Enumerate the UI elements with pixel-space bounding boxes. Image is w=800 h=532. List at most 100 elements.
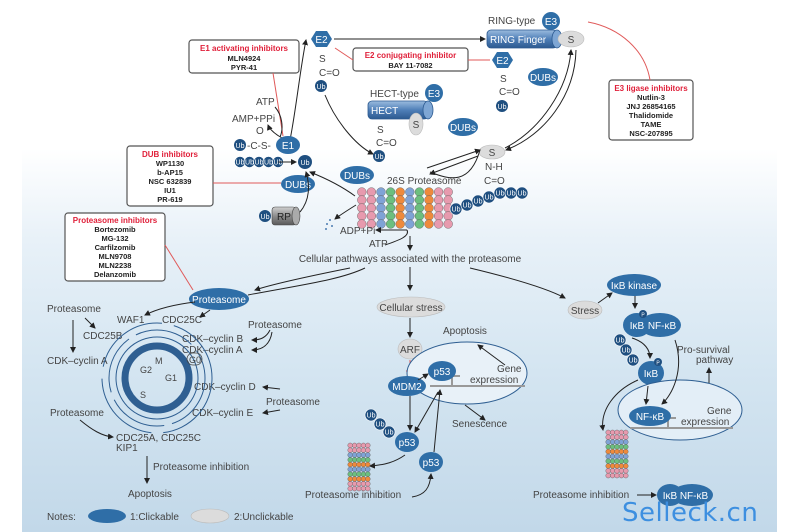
proteasome-subunit [623,429,629,436]
e3-inhibitor-item[interactable]: Thalidomide [629,111,673,120]
amide-nh-label: N-H [485,162,503,173]
proteasome-subunit [618,468,625,474]
e3-ring-node[interactable]: E3 [542,12,560,30]
dub-inhibitor-item[interactable]: WP1130 [156,159,184,168]
e3-inhibitor-item[interactable]: JNJ 26854165 [626,102,675,111]
thioester-label: -C-S- [247,141,271,152]
proteasome-inhibitor-item[interactable]: Delanzomib [94,270,137,279]
proteasome-subunit [405,211,415,221]
proteasome-subunit [351,442,358,449]
ikb-nfkb-complex[interactable]: IκB NF-κB [657,484,713,506]
proteasome-inhibitor-item[interactable]: MLN9708 [99,252,132,261]
proteasome-subunit [347,471,353,477]
proteasome-subunit [386,195,396,205]
svg-text:E2: E2 [496,56,509,67]
dub-inhibitor-item[interactable]: PR-619 [157,195,182,204]
proteasome-inhibitor-item[interactable]: MG-132 [101,234,128,243]
cdk-cyclin-e-label: CDK–cyclin E [192,408,253,419]
proteasome-subunit [618,448,625,455]
proteasome-subunit [424,219,434,229]
proteasome-subunit [356,481,362,487]
ub-node[interactable] [471,194,485,208]
proteasome-subunit [395,219,405,229]
e1-inhibitors-box[interactable]: E1 activating inhibitors MLN4924 PYR-41 [188,39,300,74]
dub-inhibitors-box[interactable]: DUB inhibitors WP1130 b-AP15 NSC 632839 … [126,145,214,207]
svg-text:E1: E1 [282,141,295,152]
ikb-node[interactable]: IκB P [638,358,664,385]
svg-text:Ub: Ub [301,160,310,167]
dub-inhibitor-item[interactable]: b-AP15 [157,168,183,177]
e3-inhibitor-item[interactable]: TAME [641,120,662,129]
proteasome-inhibitor-item[interactable]: Carfilzomib [95,243,136,252]
ub-node[interactable] [460,198,474,212]
svg-text:E3: E3 [428,89,441,100]
e2-ring-node[interactable]: E2 [492,52,513,68]
e2-inhibitor-box[interactable]: E2 conjugating inhibitor BAY 11-7082 [352,47,469,72]
proteasome-inhibitor-item[interactable]: Bortezomib [94,225,136,234]
ub-node[interactable]: Ub [496,100,508,112]
dub-inhibitor-item[interactable]: NSC 632839 [149,177,192,186]
e1-inhibitor-item[interactable]: MLN4924 [228,54,262,63]
ub-node[interactable] [515,186,529,200]
nfkb-node[interactable]: NF-κB [629,406,671,426]
proteasome-subunit [618,472,625,479]
e3-inhibition-line [587,21,651,81]
dubs-node[interactable]: DUBs [528,68,558,86]
ub-node[interactable] [619,343,633,357]
proteasome-inhibitors-box[interactable]: Proteasome inhibitors Bortezomib MG-132 … [64,212,166,282]
cell-cycle-ring: M G2 S G1 G0 [101,322,213,434]
e1-inhibitor-item[interactable]: PYR-41 [231,63,257,72]
proteasome-subunit [360,457,367,463]
e2-inhibitor-item[interactable]: BAY 11-7082 [388,61,432,70]
proteasome-subunit [405,195,415,205]
e3-inhibitors-box[interactable]: E3 ligase inhibitors Nutlin-3 JNJ 268541… [608,79,694,141]
e3-inhibitor-item[interactable]: NSC-207895 [629,129,672,138]
svg-text:E3: E3 [545,17,558,28]
e2-node[interactable]: E2 [311,31,332,47]
proteasome-subunit [357,187,367,197]
proteasome-subunit [443,219,453,229]
ub-node[interactable]: Ub [315,80,327,92]
p53-node[interactable]: p53 [419,452,443,472]
proteasome-subunit [414,187,425,197]
ring-finger-label: RING Finger [490,35,547,46]
svg-text:p53: p53 [434,367,451,378]
p53-node[interactable]: p53 [395,432,419,452]
dubs-node[interactable]: DUBs [448,118,478,136]
ub-node[interactable]: Ub [373,150,385,162]
ub-node[interactable] [449,202,463,216]
p53-node[interactable]: p53 [428,361,456,381]
svg-text:Ub: Ub [375,154,384,161]
ub-node[interactable]: Ub [298,155,312,169]
ikb-kinase-node[interactable]: IκB kinase [607,274,661,296]
dub-inhibitor-item[interactable]: IU1 [164,186,176,195]
proteasome-subunit [424,211,434,221]
proteasome-subunit [434,187,444,197]
legend-unclickable-label: 2:Unclickable [234,512,294,523]
dubs-node[interactable]: DUBs [340,166,374,184]
proteasome-subunit [614,463,620,469]
e3-inhibitor-item[interactable]: Nutlin-3 [637,93,665,102]
gene-expression-label: expression [470,375,518,386]
proteasome-small [347,442,371,492]
ub-node[interactable]: Ub [234,139,246,151]
ub-node[interactable] [382,425,396,439]
proteasome-inhibitor-item[interactable]: MLN2238 [99,261,132,270]
ub-node[interactable] [482,190,496,204]
ub-node[interactable] [373,417,387,431]
dubs-node[interactable]: DUBs [281,175,315,193]
ub-label: Ub [385,430,394,437]
proteasome-subunit [360,442,367,449]
ub-node[interactable] [626,353,640,367]
proteasome-node[interactable]: Proteasome [189,288,249,310]
ub-node[interactable] [613,333,627,347]
mdm2-node[interactable]: MDM2 [388,376,426,396]
ub-node[interactable] [364,408,378,422]
cdk-cyclin-a-label: CDK–cyclin A [47,356,108,367]
proteasome-subunit [605,468,611,474]
e1-node[interactable]: E1 [276,136,300,154]
carbonyl-label: C=O [376,138,397,149]
ikb-nfkb-complex[interactable]: IκB NF-κB P [623,310,681,337]
e3-hect-node[interactable]: E3 [425,84,443,102]
